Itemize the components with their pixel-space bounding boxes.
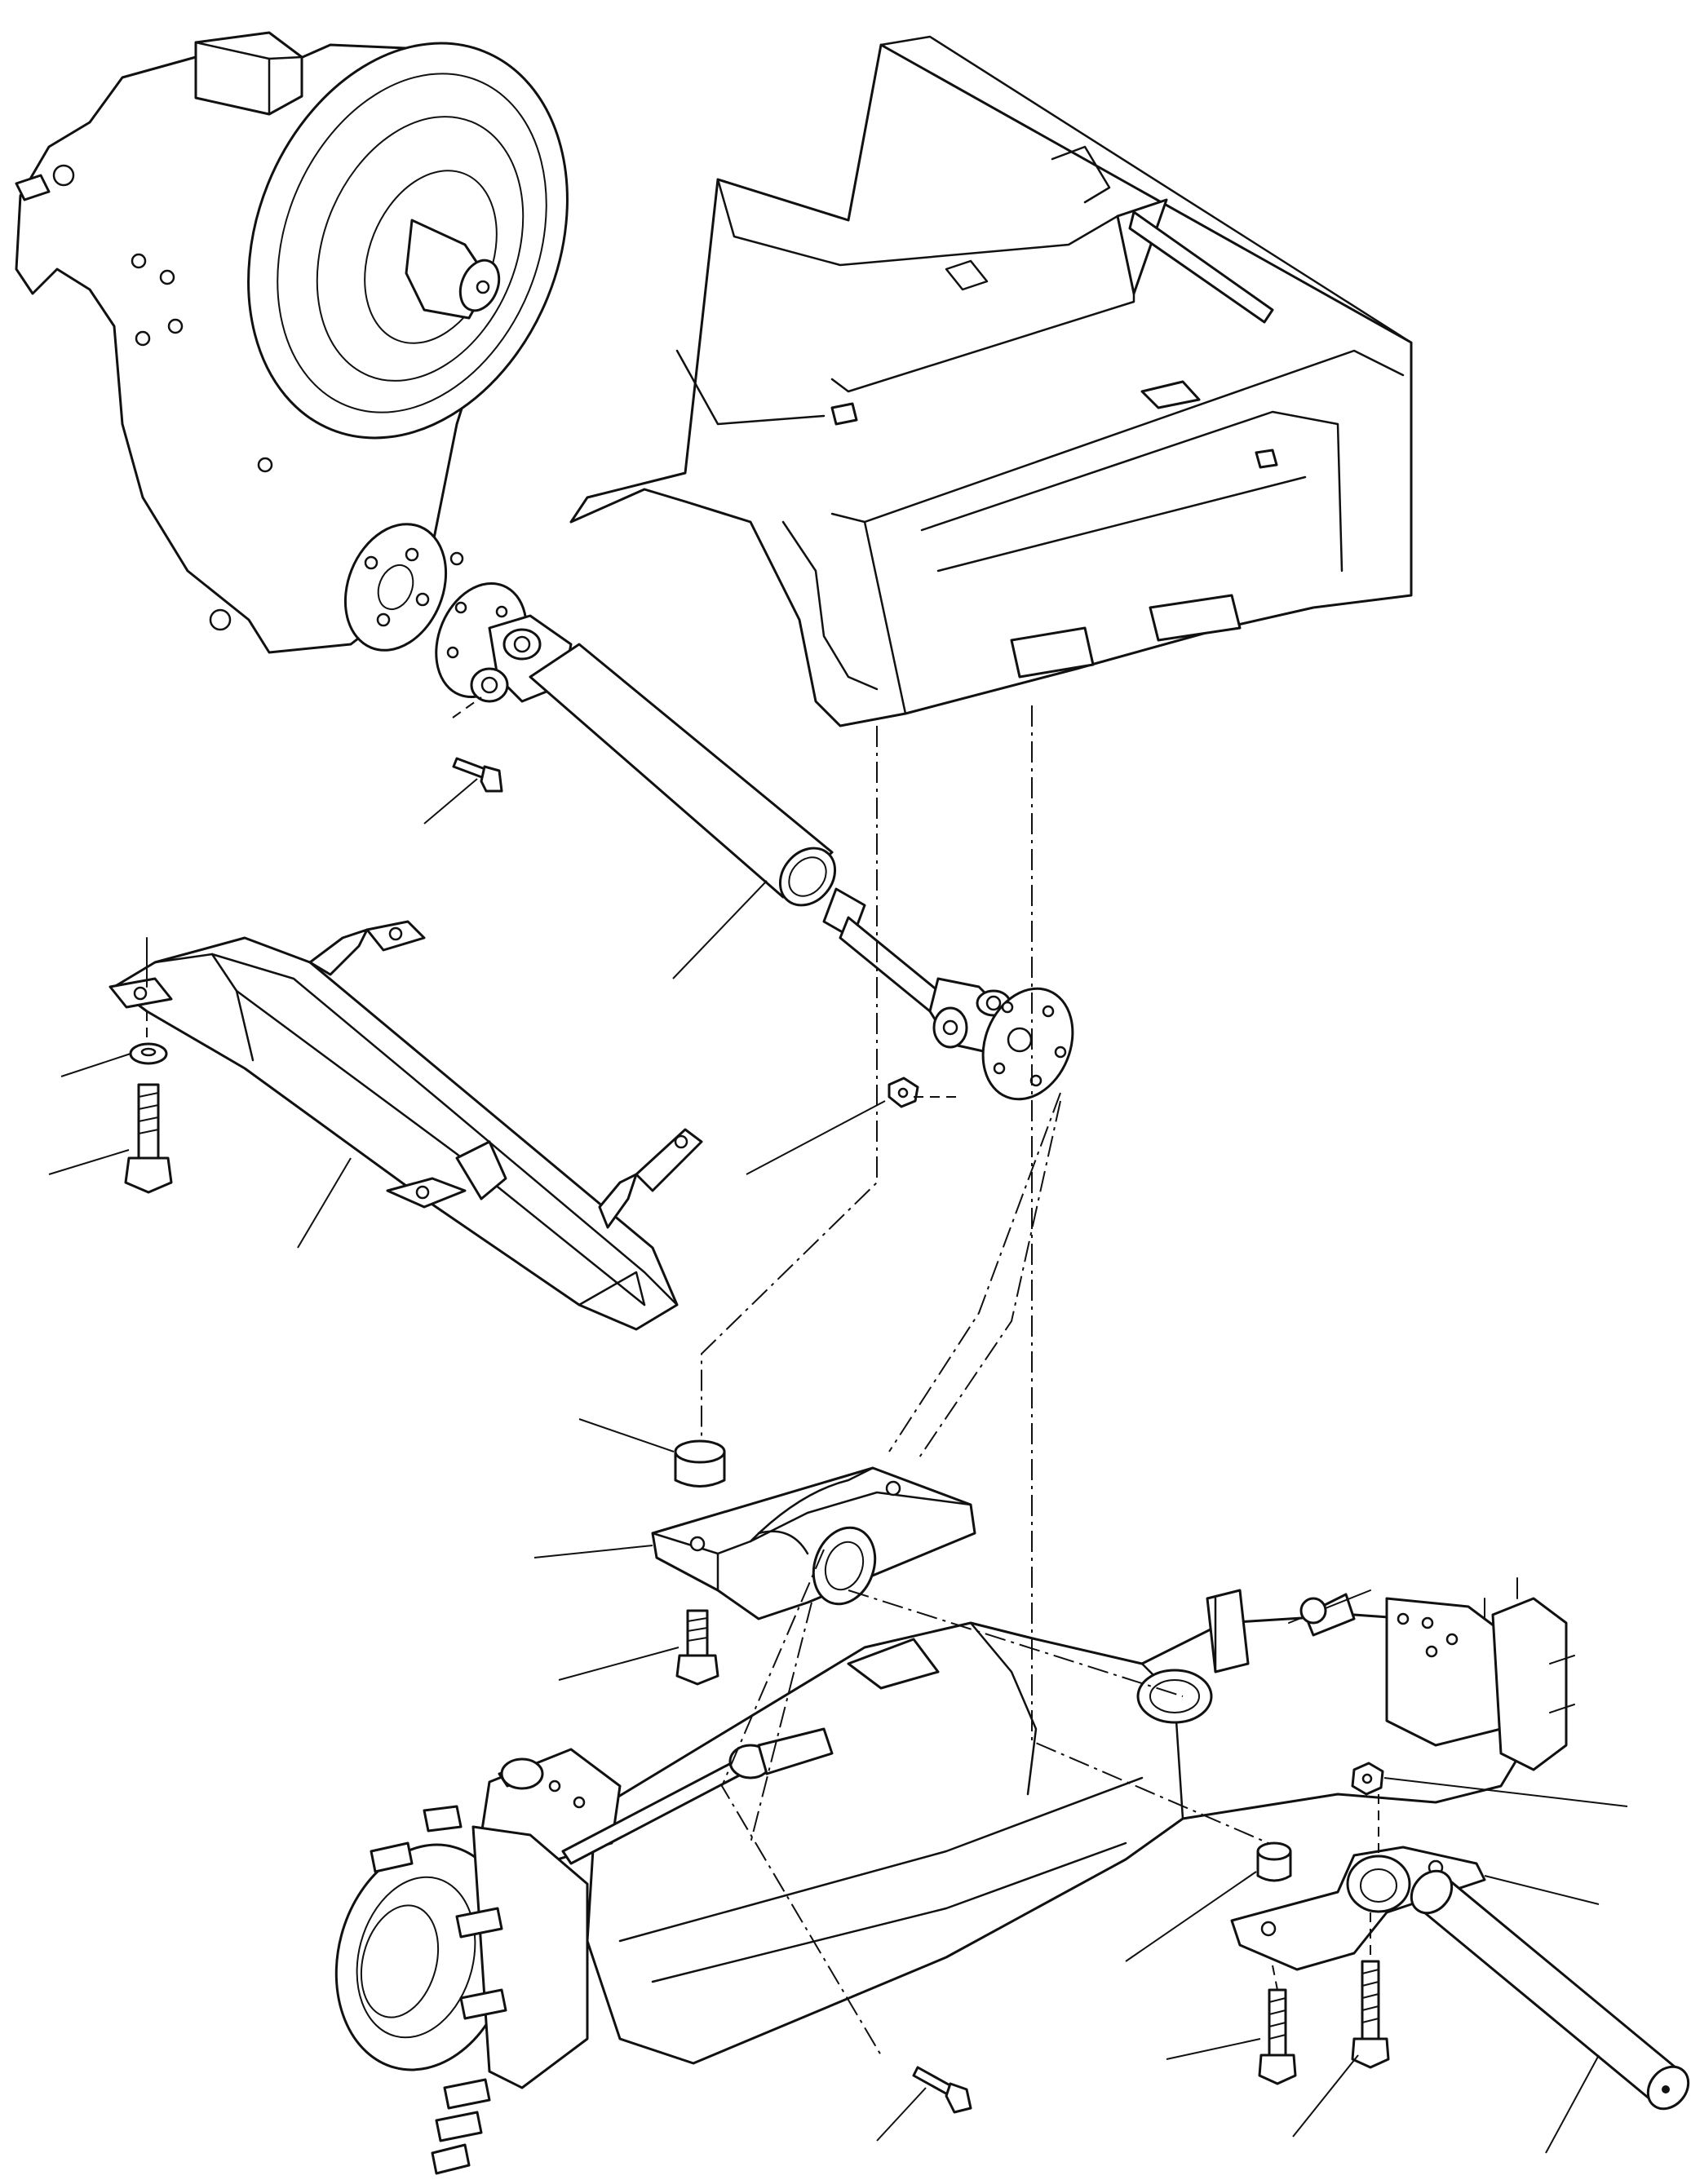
washer [129,1042,168,1065]
leader-line [48,1149,130,1175]
bushing [674,1439,726,1488]
drive-shaft-slip-joint [839,916,940,1013]
wheel-stud [370,1841,414,1873]
leader-line [1125,1871,1257,1962]
leader-line [1545,2054,1600,2154]
leader-line [1383,1777,1628,1807]
flywheel-housing [247,42,569,440]
main-frame [569,35,1413,727]
leader-line [746,1100,886,1175]
transmission-housing [15,31,569,654]
rear-bushing [1256,1841,1292,1882]
axle-capscrew-bottom [912,2066,972,2114]
leader-line [672,880,768,979]
nut [1351,1762,1384,1796]
drive-shaft-tube [529,643,834,899]
guard-capscrew [124,1083,173,1194]
leader-lines [48,778,1628,2154]
guard-mounting-tab-right [635,1128,703,1192]
leader-line [578,1418,675,1452]
transmission-top-block [194,31,303,116]
assembly-lines [146,696,1379,2056]
leader-line [533,1545,653,1558]
drive-shaft-guard [108,920,703,1331]
flange-capscrew-top [452,757,503,793]
support-capscrew [675,1609,719,1686]
leader-line [423,778,478,825]
transmission-output-flange [343,523,448,652]
drive-shaft [435,581,1074,1101]
front-axle [334,1577,1575,2175]
frame-rib [1128,210,1274,324]
leader-line [60,1053,131,1077]
flange-nut [888,1077,919,1108]
leader-line [1484,1875,1600,1905]
leader-line [297,1157,352,1249]
axle-pivot-bore [1136,1669,1213,1724]
leader-line [1166,2038,1261,2060]
leader-line [1292,2054,1359,2138]
axle-pivot-pin [1410,1869,1690,2111]
front-axle-support [651,1466,976,1620]
rear-capscrew-left [1258,1988,1297,2085]
rear-capscrew-right [1351,1960,1390,2069]
leader-line [876,2087,927,2142]
axle-right-hub [1491,1597,1568,1771]
leader-line [558,1647,679,1681]
frame-mount-pad [1010,626,1095,679]
